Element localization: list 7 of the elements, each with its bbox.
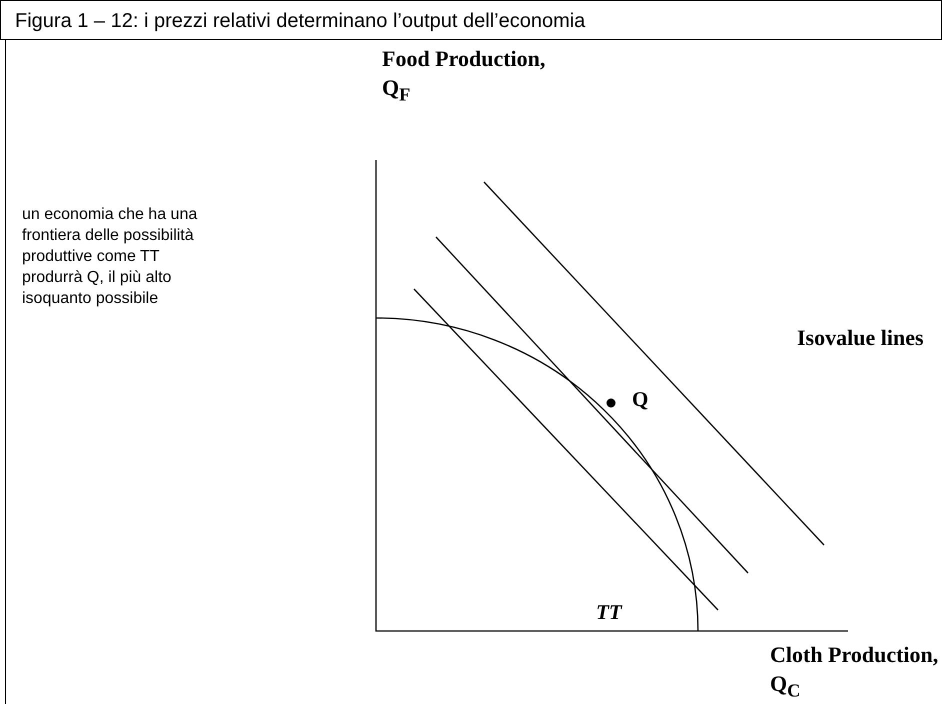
axis-label: Food Production, Q$_{F}$ [382, 45, 546, 106]
axis-label: Cloth Production, Q$_{C}$ [770, 641, 940, 702]
title-box: Figura 1 – 12: i prezzi relativi determinano l’output dell’economia [0, 0, 942, 40]
annotation-text: un economia che ha una frontiera delle possibilità produttive come TT produrrà Q, il più alto isoquanto possibile [22, 205, 198, 309]
series-label: Isovalue lines [797, 325, 924, 351]
curve-label: TT [596, 600, 622, 625]
point-label: Q [632, 387, 648, 412]
